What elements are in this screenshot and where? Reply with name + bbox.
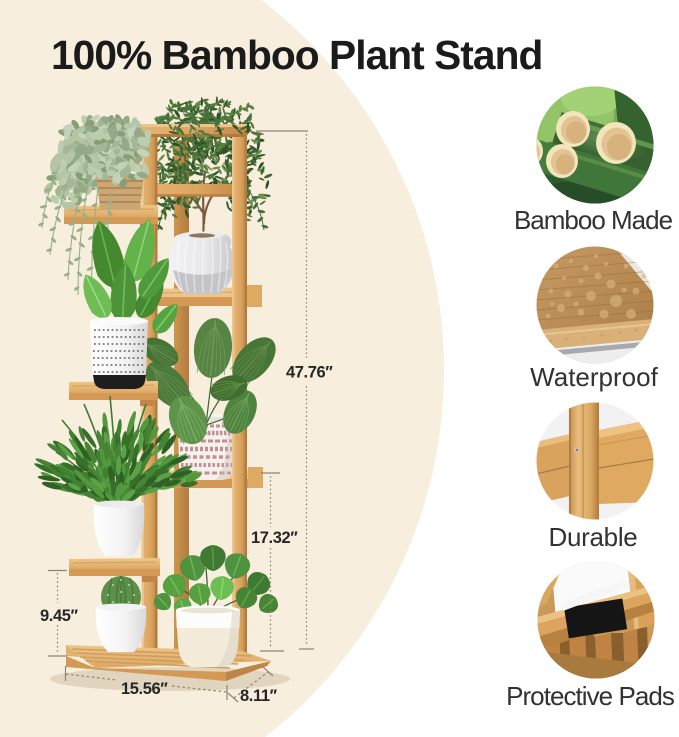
svg-text:17.32′′: 17.32′′ [251,529,298,547]
svg-text:15.56′′: 15.56′′ [121,680,168,698]
svg-text:9.45′′: 9.45′′ [40,607,78,625]
svg-text:8.11′′: 8.11′′ [240,687,277,705]
svg-text:47.76′′: 47.76′′ [286,364,333,382]
